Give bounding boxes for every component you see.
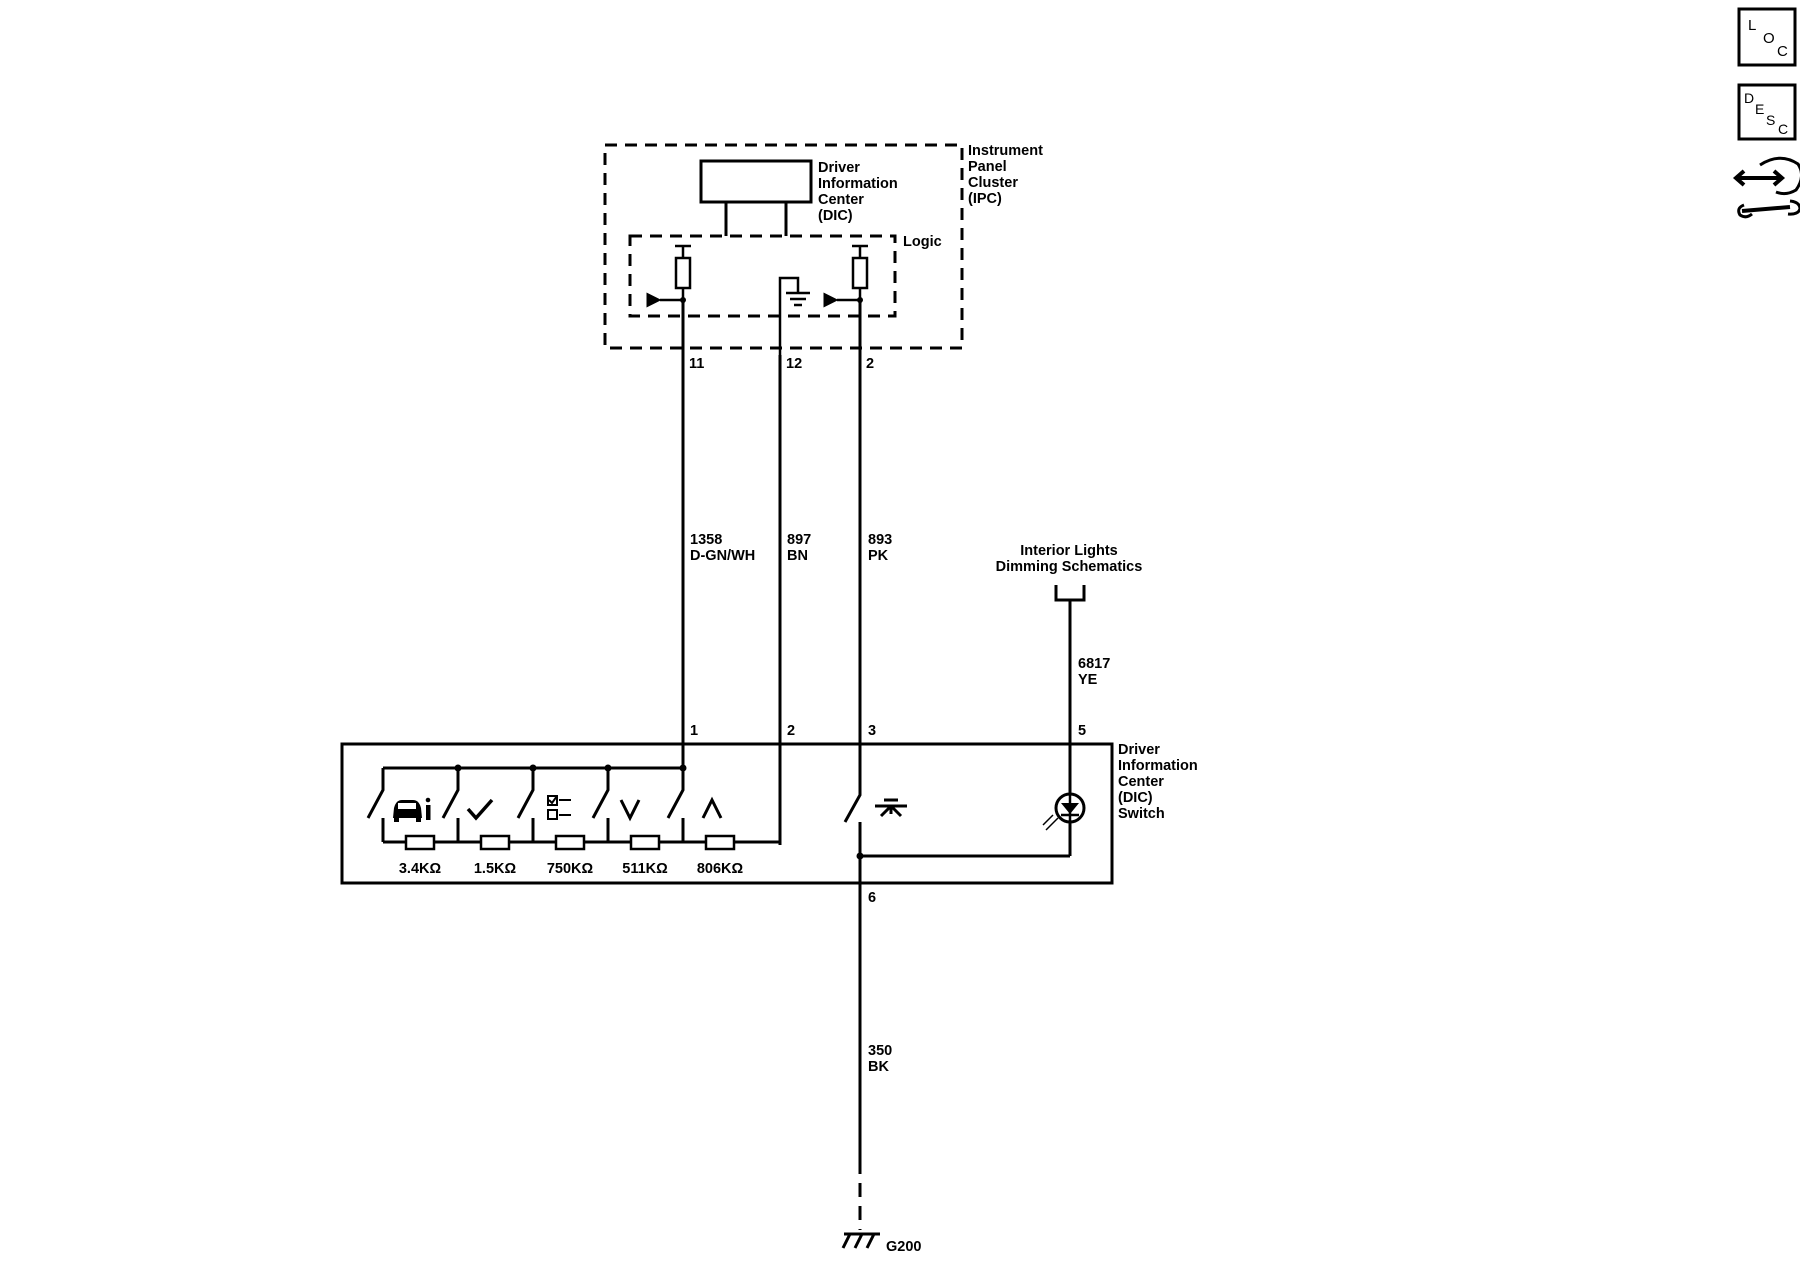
dic-display-line-3: Center bbox=[818, 192, 864, 208]
resistor-5-value: 806KΩ bbox=[697, 861, 744, 877]
wire-350-color: BK bbox=[868, 1059, 889, 1075]
ipc-pin-2: 2 bbox=[866, 356, 874, 372]
wire-1358-color: D-GN/WH bbox=[690, 548, 755, 564]
logic-block bbox=[628, 234, 897, 318]
check-icon bbox=[466, 798, 494, 821]
dic-display bbox=[699, 159, 813, 204]
resistor-ladder bbox=[404, 834, 736, 851]
resistor-2-value: 1.5KΩ bbox=[474, 861, 517, 877]
chassis-ground-icon bbox=[841, 1232, 880, 1249]
button-switch-contacts bbox=[366, 768, 685, 842]
internal-ground-icon bbox=[778, 276, 810, 360]
interior-lights-line-2: Dimming Schematics bbox=[996, 559, 1143, 575]
desc-letter-1: D bbox=[1744, 90, 1754, 106]
dic-switch-module: Driver Information Center (DIC) Switch 1… bbox=[340, 723, 1198, 1160]
wire-897-circuit: 897 bbox=[787, 532, 811, 548]
dimming-switch bbox=[843, 778, 862, 1160]
dic-switch-pin-2: 2 bbox=[787, 723, 795, 739]
resistor-1-value: 3.4KΩ bbox=[399, 861, 442, 877]
dic-display-line-4: (DIC) bbox=[818, 208, 853, 224]
ipc-pin-12: 12 bbox=[786, 356, 802, 372]
dic-switch-title-line-4: (DIC) bbox=[1118, 790, 1153, 806]
ipc-module: Instrument Panel Cluster (IPC) Driver In… bbox=[603, 143, 1043, 372]
loc-letter-2: O bbox=[1763, 30, 1775, 47]
wire-6817-color: YE bbox=[1078, 672, 1098, 688]
wire-893: 893 PK bbox=[858, 300, 892, 778]
wire-6817-circuit: 6817 bbox=[1078, 656, 1110, 672]
dic-switch-pin-5: 5 bbox=[1078, 723, 1086, 739]
ipc-title-line-1: Instrument bbox=[968, 143, 1043, 159]
trip-reset-icon bbox=[547, 795, 571, 820]
vehicle-info-icon bbox=[393, 797, 431, 822]
dic-switch-pin-6: 6 bbox=[868, 890, 876, 906]
desc-letter-4: C bbox=[1778, 121, 1788, 137]
ipc-title-line-2: Panel bbox=[968, 159, 1007, 175]
dic-switch-title-line-2: Information bbox=[1118, 758, 1198, 774]
dic-switch-pin-1: 1 bbox=[690, 723, 698, 739]
desc-letter-2: E bbox=[1755, 101, 1764, 117]
loc-letter-3: C bbox=[1777, 43, 1788, 60]
dic-switch-title-line-5: Switch bbox=[1118, 806, 1165, 822]
dic-switch-boundary bbox=[340, 742, 1114, 885]
light-beam-icon bbox=[875, 798, 907, 818]
illumination-led-icon bbox=[1042, 792, 1086, 831]
ipc-title-line-4: (IPC) bbox=[968, 191, 1002, 207]
pullup-resistor-left bbox=[646, 244, 692, 308]
interior-lights-line-1: Interior Lights bbox=[1020, 543, 1117, 559]
dic-display-line-1: Driver bbox=[818, 160, 860, 176]
ipc-title-line-3: Cluster bbox=[968, 175, 1018, 191]
up-arrow-icon bbox=[701, 796, 723, 819]
pullup-resistor-right bbox=[823, 244, 869, 308]
wire-350-circuit: 350 bbox=[868, 1043, 892, 1059]
dic-display-line-2: Information bbox=[818, 176, 898, 192]
wire-897-color: BN bbox=[787, 548, 808, 564]
desc-letter-3: S bbox=[1766, 112, 1775, 128]
wire-893-color: PK bbox=[868, 548, 889, 564]
wire-1358: 1358 D-GN/WH bbox=[681, 300, 755, 768]
wire-893-circuit: 893 bbox=[868, 532, 892, 548]
loc-button[interactable]: L O C bbox=[1737, 7, 1797, 67]
logic-label: Logic bbox=[903, 234, 942, 250]
wire-6817: 6817 YE bbox=[1068, 600, 1110, 796]
down-arrow-icon bbox=[619, 799, 641, 822]
wire-350: 350 BK bbox=[858, 1043, 892, 1230]
dic-switch-pin-3: 3 bbox=[868, 723, 876, 739]
ground-label: G200 bbox=[886, 1239, 921, 1255]
wire-1358-circuit: 1358 bbox=[690, 532, 722, 548]
resistor-3-value: 750KΩ bbox=[547, 861, 594, 877]
ipc-pin-11: 11 bbox=[689, 356, 704, 372]
dic-switch-title-line-1: Driver bbox=[1118, 742, 1160, 758]
resistor-4-value: 511KΩ bbox=[622, 861, 668, 877]
connector-wrench-icon[interactable] bbox=[1732, 156, 1800, 219]
interior-lights-reference[interactable]: Interior Lights Dimming Schematics bbox=[996, 543, 1143, 602]
wire-897: 897 BN bbox=[778, 355, 811, 845]
desc-button[interactable]: D E S C bbox=[1737, 83, 1797, 141]
connector-bracket-icon bbox=[1054, 585, 1086, 602]
loc-letter-1: L bbox=[1748, 17, 1756, 34]
dic-switch-title-line-3: Center bbox=[1118, 774, 1164, 790]
